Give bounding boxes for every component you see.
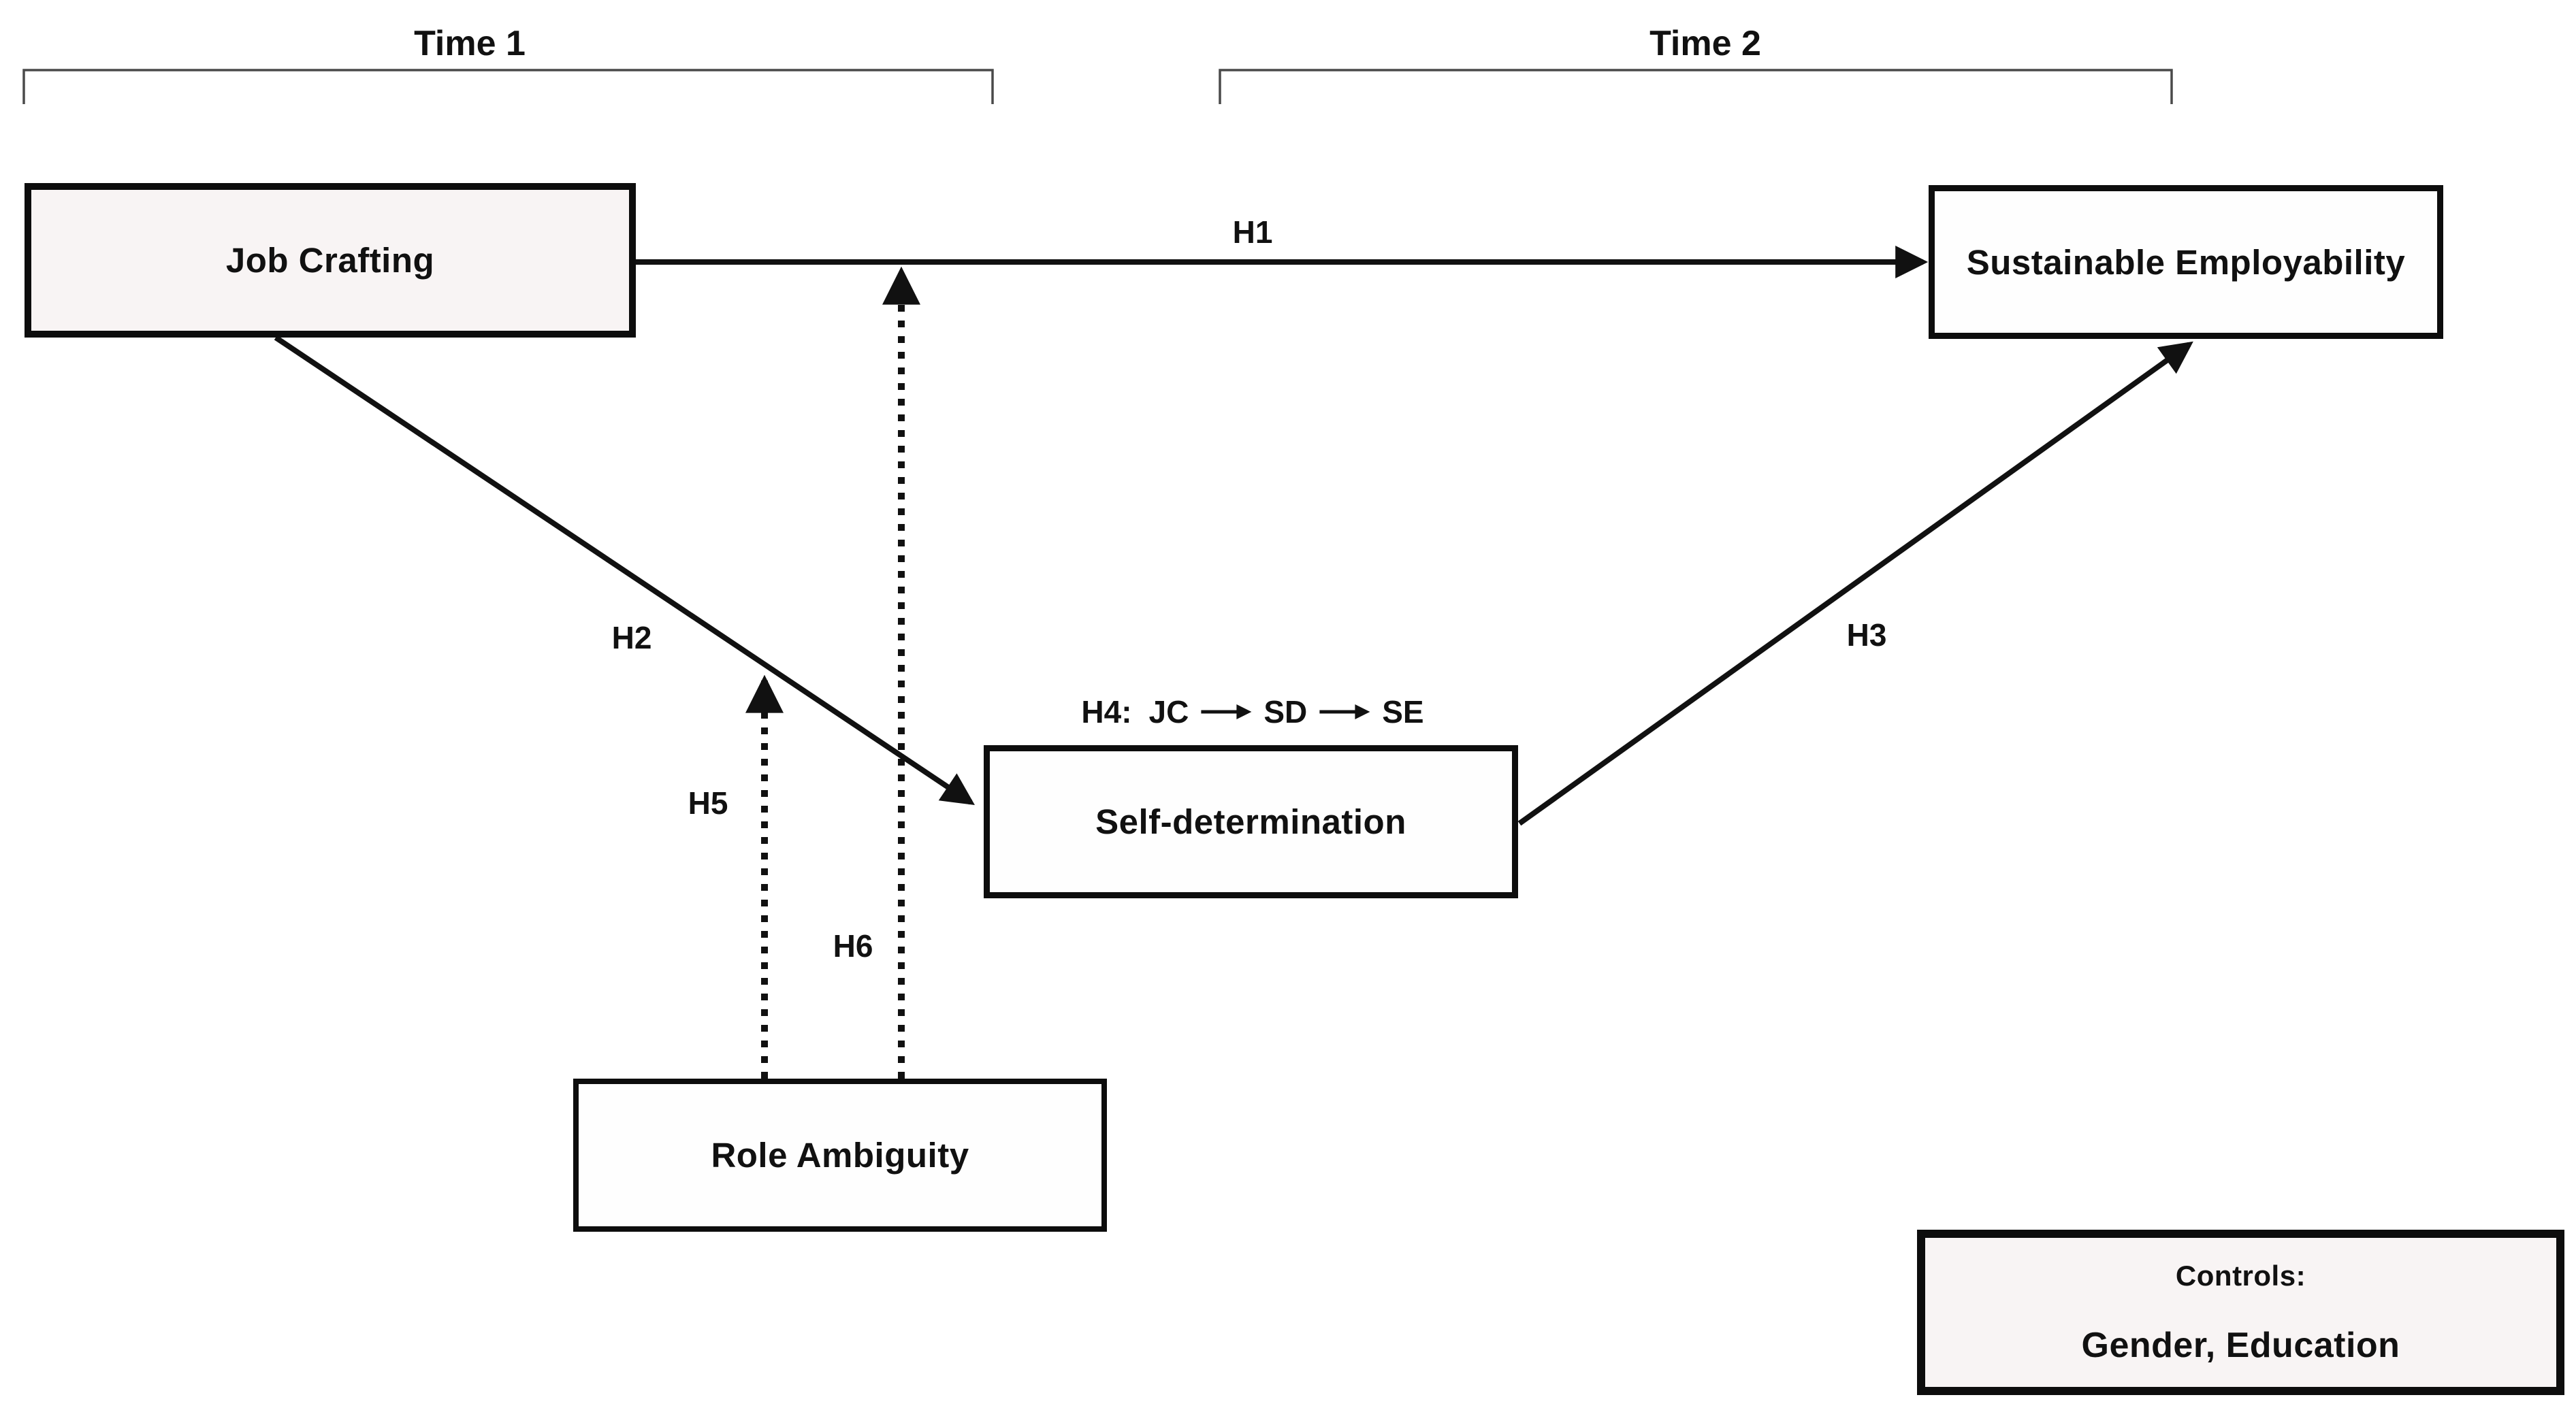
time1-bracket: [22, 69, 994, 104]
h2-arrow: [274, 335, 975, 806]
h2-label: H2: [611, 620, 652, 655]
role-ambiguity-label: Role Ambiguity: [711, 1136, 969, 1175]
controls-items: Gender, Education: [2081, 1325, 2400, 1365]
h5-label: H5: [688, 785, 728, 821]
h4-mediation-note: H4: JC SD SE: [1081, 693, 1423, 730]
controls-box: Controls: Gender, Education: [1917, 1230, 2564, 1395]
h4-se-label: SE: [1382, 694, 1424, 730]
controls-heading: Controls:: [2175, 1259, 2306, 1292]
self-determination-box: Self-determination: [984, 745, 1518, 898]
h4-sd-label: SD: [1263, 694, 1308, 730]
self-determination-label: Self-determination: [1095, 802, 1406, 841]
h4-jc-label: JC: [1148, 694, 1189, 730]
job-crafting-box: Job Crafting: [25, 183, 636, 338]
h1-label: H1: [1232, 214, 1273, 250]
h4-prefix-label: H4:: [1081, 694, 1132, 730]
time2-label: Time 2: [1649, 24, 1761, 63]
time1-label: Time 1: [414, 24, 526, 63]
h3-arrow: [1517, 341, 2193, 826]
h6-label: H6: [833, 928, 873, 964]
sustainable-employability-box: Sustainable Employability: [1929, 185, 2443, 339]
sustainable-employability-label: Sustainable Employability: [1966, 242, 2406, 282]
right-arrow-icon: [1319, 704, 1370, 719]
job-crafting-label: Job Crafting: [225, 241, 435, 280]
h3-label: H3: [1846, 617, 1887, 653]
role-ambiguity-box: Role Ambiguity: [573, 1079, 1107, 1232]
time2-bracket: [1219, 69, 2173, 104]
right-arrow-icon: [1201, 704, 1252, 719]
